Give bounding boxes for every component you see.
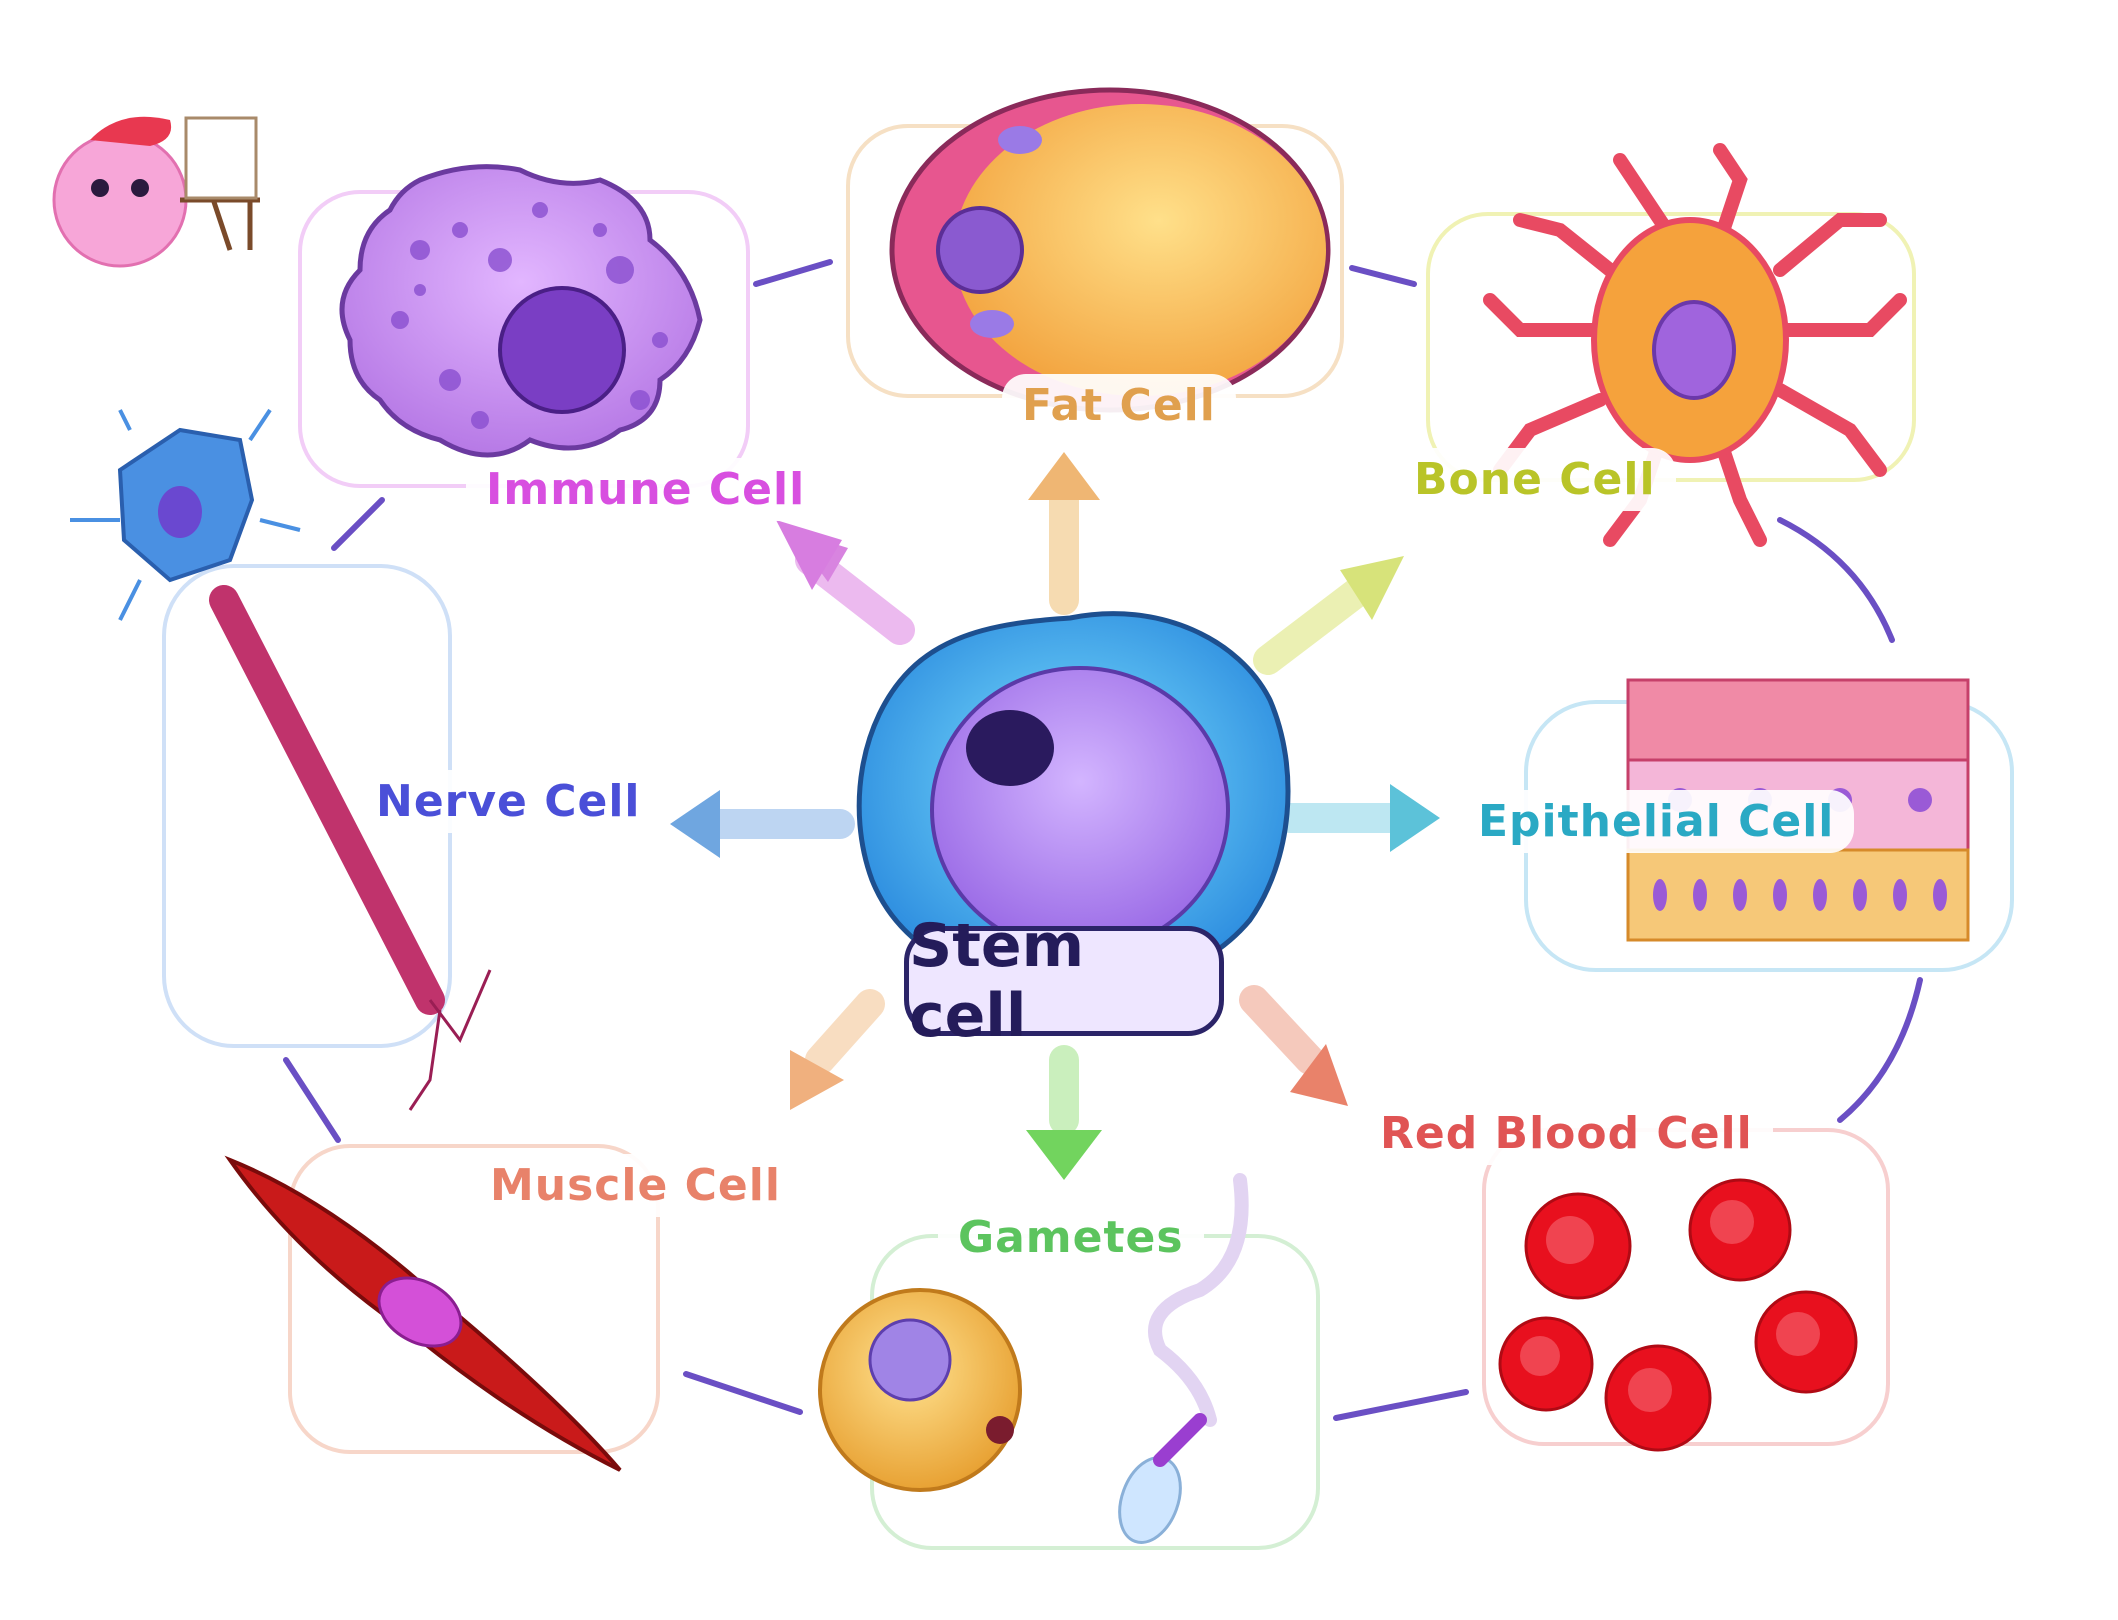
label-gametes: Gametes [938, 1206, 1204, 1269]
egg-nucleus [868, 1318, 952, 1402]
stem-cell [856, 611, 1291, 995]
sperm-tail [1148, 1173, 1249, 1427]
label-nerve-cell: Nerve Cell [356, 770, 661, 833]
immune-cell-illustration [339, 164, 703, 458]
label-red-blood-cell: Red Blood Cell [1360, 1102, 1773, 1165]
muscle-card [288, 1144, 660, 1454]
muscle-nucleus [377, 1276, 463, 1348]
label-immune-cell: Immune Cell [466, 458, 826, 521]
rbc-illustration [1498, 1178, 1858, 1452]
arrow-to-muscle [790, 989, 885, 1110]
stem-cell-nucleus [930, 666, 1230, 954]
bone-nucleus [1652, 300, 1736, 400]
label-bone-cell: Bone Cell [1394, 448, 1676, 511]
arrow-to-nerve [670, 790, 855, 858]
bone-cell-illustration [1483, 143, 1907, 547]
mascot-illustration [52, 116, 260, 268]
label-muscle-cell: Muscle Cell [470, 1154, 801, 1217]
muscle-cell-illustration [224, 1155, 622, 1472]
arrow-to-rbc [1239, 985, 1348, 1106]
arrow-to-fat [1028, 452, 1100, 615]
fat-cell-illustration [889, 87, 1331, 413]
label-epithelial-cell: Epithelial Cell [1458, 790, 1855, 853]
immune-nucleus [498, 286, 626, 414]
fat-nucleus [936, 206, 1024, 294]
label-stem-cell: Stem cell [904, 911, 1224, 1051]
arrow-to-gametes [1026, 1045, 1102, 1180]
stem-cell-nucleolus [966, 710, 1054, 786]
ring-connectors [283, 259, 1923, 1421]
arrow-to-immune [776, 520, 915, 645]
gametes-illustration [818, 1173, 1249, 1544]
nerve-cell-illustration [70, 408, 492, 1111]
fat-droplet [954, 104, 1326, 396]
label-fat-cell: Fat Cell [1002, 374, 1236, 437]
arrow-to-bone [1253, 556, 1404, 675]
arrow-to-epithelial [1275, 784, 1440, 852]
differentiation-arrows [670, 452, 1440, 1180]
